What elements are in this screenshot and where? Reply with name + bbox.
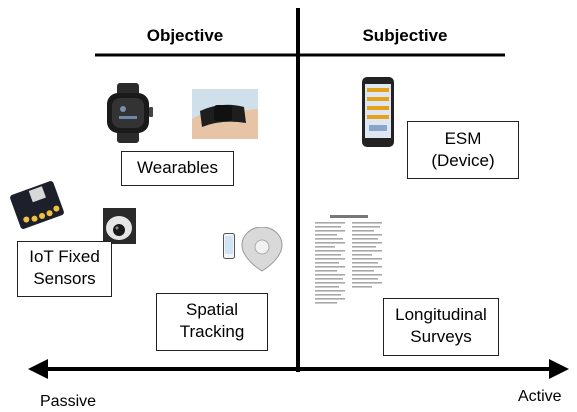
longitudinal-label-line1: Longitudinal bbox=[395, 305, 487, 324]
phone-rating-icon bbox=[361, 76, 395, 153]
active-label: Active bbox=[518, 388, 562, 405]
objective-header: Objective bbox=[146, 26, 224, 45]
spatial-label-line1: Spatial bbox=[186, 300, 238, 319]
right-arrowhead bbox=[549, 359, 569, 379]
camera-icon bbox=[103, 208, 136, 249]
esm-box: ESM (Device) bbox=[407, 121, 519, 179]
sensor-board-icon bbox=[8, 179, 66, 236]
tracker-icon bbox=[239, 226, 285, 278]
iot-label-line1: IoT Fixed bbox=[29, 247, 100, 266]
wrist-band-icon bbox=[192, 89, 258, 144]
survey-document-icon bbox=[312, 212, 386, 315]
longitudinal-label-line2: Surveys bbox=[410, 327, 472, 346]
esm-label-line2: (Device) bbox=[431, 151, 495, 170]
wearables-box: Wearables bbox=[121, 151, 234, 186]
left-arrowhead bbox=[28, 359, 48, 379]
esm-label-line1: ESM bbox=[444, 129, 482, 148]
iot-label-line2: Sensors bbox=[33, 269, 96, 288]
subjective-header: Subjective bbox=[362, 26, 448, 45]
spatial-tracking-box: Spatial Tracking bbox=[156, 293, 268, 351]
spatial-label-line2: Tracking bbox=[179, 322, 245, 341]
passive-label: Passive bbox=[40, 393, 97, 410]
smartwatch-icon bbox=[103, 83, 155, 148]
longitudinal-surveys-box: Longitudinal Surveys bbox=[383, 298, 499, 356]
iot-sensors-box: IoT Fixed Sensors bbox=[17, 241, 112, 297]
wearables-label: Wearables bbox=[137, 158, 218, 177]
mini-phone-icon bbox=[223, 233, 235, 264]
